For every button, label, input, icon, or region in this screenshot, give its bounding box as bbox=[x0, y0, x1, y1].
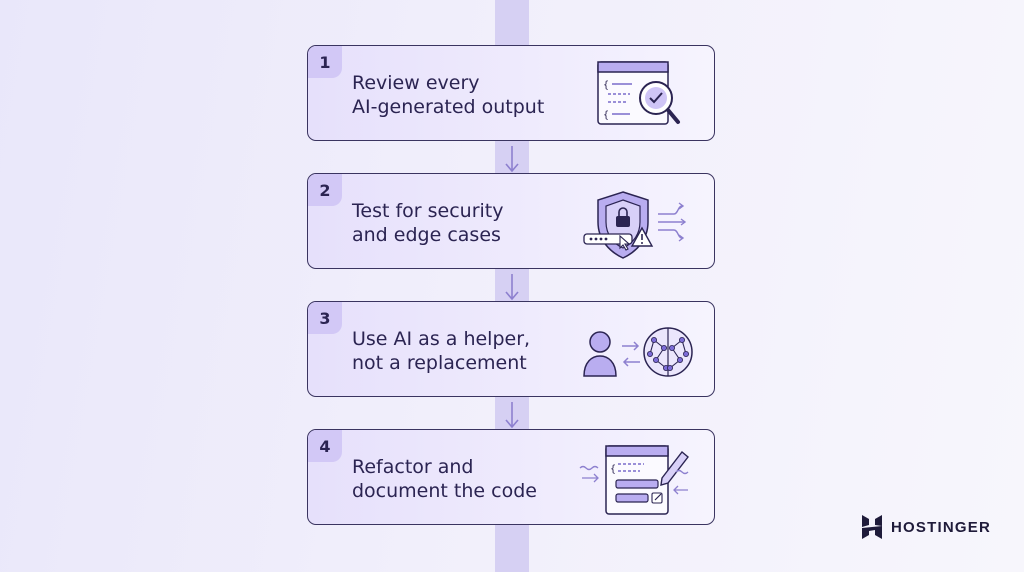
hostinger-logo: HOSTINGER bbox=[861, 514, 991, 540]
step-label: Refactor and document the code bbox=[352, 455, 582, 503]
step-number-badge: 4 bbox=[308, 430, 342, 462]
step-number-badge: 3 bbox=[308, 302, 342, 334]
svg-text:{: { bbox=[603, 80, 609, 91]
step-label: Test for security and edge cases bbox=[352, 199, 582, 247]
document-edit-icon: { bbox=[579, 445, 689, 515]
brand-name: HOSTINGER bbox=[891, 518, 991, 536]
step-card-3: 3 Use AI as a helper, not a replacement bbox=[307, 301, 715, 397]
step-card-1: 1 Review every AI-generated output { { bbox=[307, 45, 715, 141]
down-arrow-icon bbox=[505, 274, 519, 301]
step-label-line: Test for security bbox=[352, 200, 504, 222]
step-number-badge: 1 bbox=[308, 46, 342, 78]
step-label-line: Refactor and bbox=[352, 456, 474, 478]
step-label: Use AI as a helper, not a replacement bbox=[352, 327, 582, 375]
step-label-line: Review every bbox=[352, 72, 480, 94]
step-label-line: AI-generated output bbox=[352, 96, 545, 118]
svg-text:{: { bbox=[610, 464, 616, 475]
code-review-magnifier-icon: { { bbox=[597, 61, 680, 125]
step-label: Review every AI-generated output bbox=[352, 71, 582, 119]
step-label-line: and edge cases bbox=[352, 224, 501, 246]
step-card-4: 4 Refactor and document the code { bbox=[307, 429, 715, 525]
down-arrow-icon bbox=[505, 146, 519, 173]
down-arrow-icon bbox=[505, 402, 519, 429]
security-shield-icon bbox=[583, 191, 687, 259]
step-label-line: document the code bbox=[352, 480, 537, 502]
hostinger-logo-icon bbox=[862, 515, 882, 539]
svg-text:{: { bbox=[603, 110, 609, 121]
step-number-badge: 2 bbox=[308, 174, 342, 206]
human-ai-brain-icon bbox=[583, 327, 693, 377]
step-card-2: 2 Test for security and edge cases bbox=[307, 173, 715, 269]
step-label-line: not a replacement bbox=[352, 352, 527, 374]
step-label-line: Use AI as a helper, bbox=[352, 328, 531, 350]
